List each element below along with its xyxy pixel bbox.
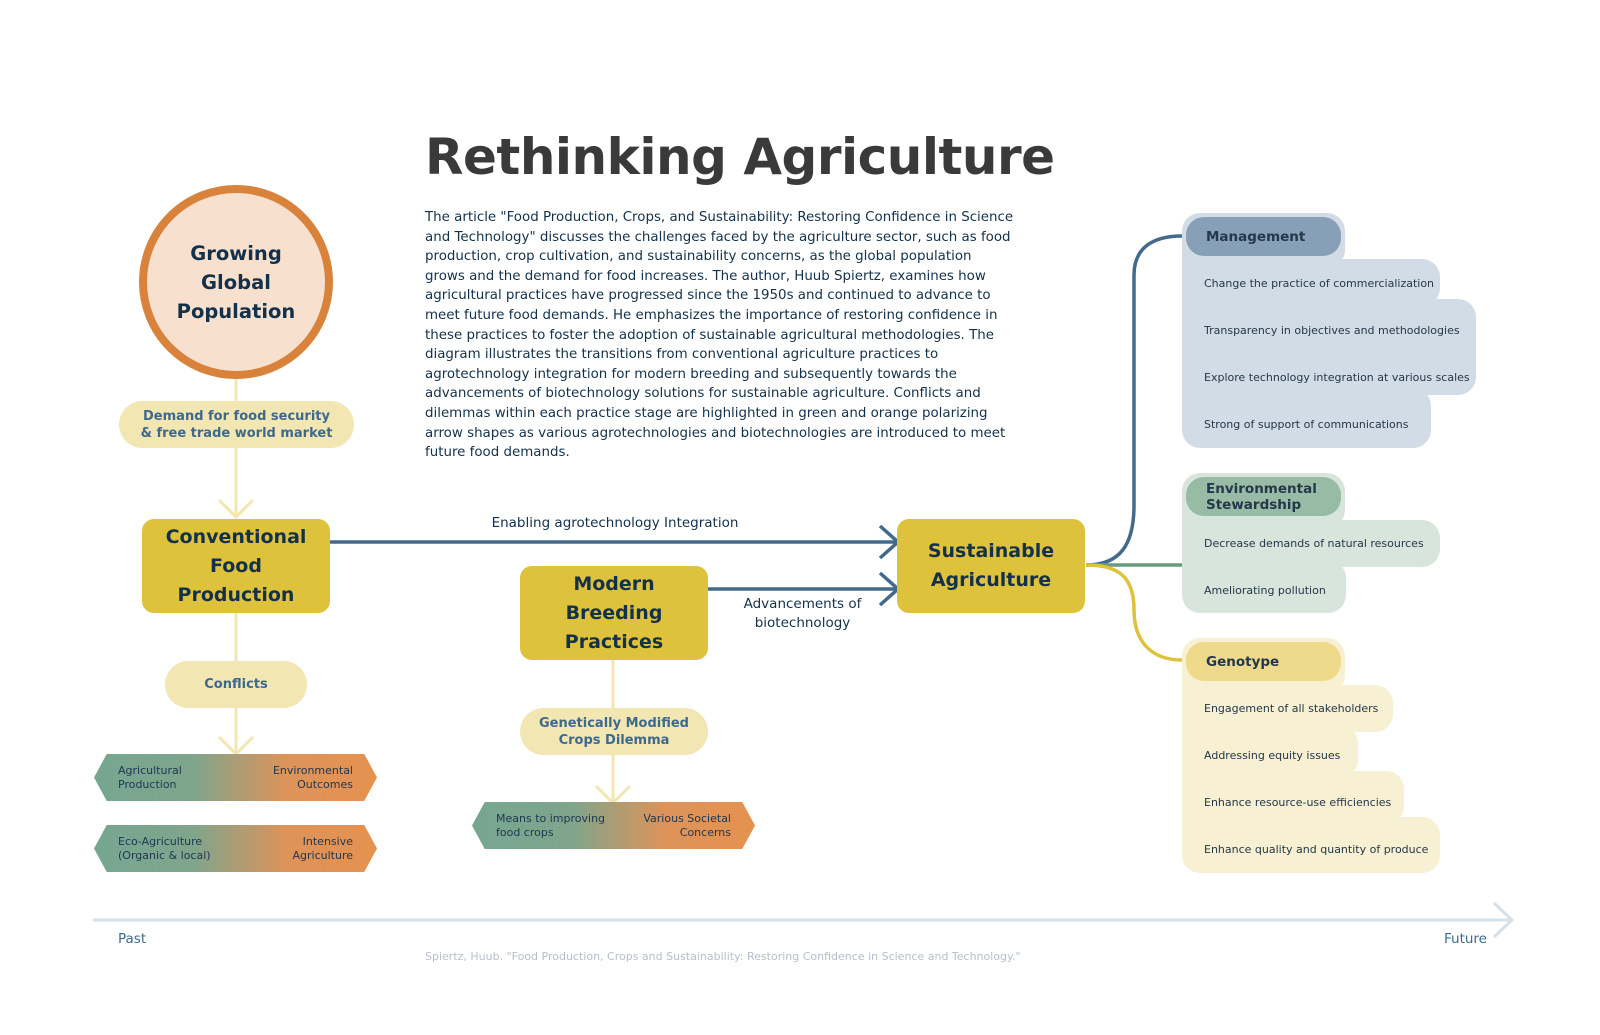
panel-management: Management Change the practice of commer… — [1182, 213, 1482, 448]
panel-management-item: Strong of support of communications — [1204, 418, 1409, 431]
polarity-left-label: Means to improving food crops — [496, 812, 606, 839]
polarity-right-label: Various Societal Concerns — [643, 812, 731, 839]
node-demand: Demand for food security & free trade wo… — [119, 401, 354, 448]
panel-bg — [1182, 513, 1232, 583]
polarity-gradient-shape — [94, 825, 377, 872]
panel-environment-item: Decrease demands of natural resources — [1204, 537, 1424, 550]
panel-genotype-title: Genotype — [1186, 642, 1341, 681]
polarity-gradient-shape — [94, 754, 377, 801]
node-demand-label: Demand for food security & free trade wo… — [140, 408, 333, 441]
branch-genotype — [1085, 563, 1183, 662]
node-conflicts: Conflicts — [165, 661, 307, 708]
panel-environment-title: Environmental Stewardship — [1186, 477, 1341, 516]
panel-genotype-item: Enhance quality and quantity of produce — [1204, 843, 1429, 856]
node-conventional: Conventional Food Production — [142, 519, 330, 613]
edge-label-agrotech: Enabling agrotechnology Integration — [491, 515, 739, 531]
panel-management-title: Management — [1186, 217, 1341, 256]
node-modern-breeding-label: Modern Breeding Practices — [564, 572, 664, 653]
panel-genotype: Genotype Engagement of all stakeholders … — [1182, 638, 1452, 873]
panel-management-item: Change the practice of commercialization — [1204, 277, 1435, 290]
node-modern-breeding: Modern Breeding Practices — [520, 566, 708, 660]
panel-management-item: Transparency in objectives and methodolo… — [1204, 324, 1460, 337]
node-sustainable-label: Sustainable Agriculture — [927, 540, 1055, 591]
edge-label-biotech: Advancements of biotechnology — [743, 596, 862, 631]
node-sustainable: Sustainable Agriculture — [897, 519, 1085, 613]
panel-genotype-item: Addressing equity issues — [1204, 749, 1341, 762]
panel-genotype-item: Enhance resource-use efficiencies — [1204, 796, 1392, 809]
panel-bg — [1182, 253, 1232, 403]
polarity-eco-intensive: Eco-Agriculture (Organic & local) Intens… — [94, 825, 377, 872]
polarity-left-label: Eco-Agriculture (Organic & local) — [118, 835, 211, 862]
polarity-gradient-shape — [472, 802, 755, 849]
citation: Spiertz, Huub. "Food Production, Crops a… — [425, 950, 1021, 963]
panel-genotype-item: Engagement of all stakeholders — [1204, 702, 1379, 715]
panel-environment-item: Ameliorating pollution — [1204, 584, 1326, 597]
panel-management-item: Explore technology integration at variou… — [1204, 371, 1470, 384]
page-description: The article "Food Production, Crops, and… — [425, 210, 1014, 461]
node-growing-population: Growing Global Population — [139, 185, 333, 379]
polarity-production-environment: Agricultural Production Environmental Ou… — [94, 754, 377, 801]
polarity-right-label: Intensive Agriculture — [292, 835, 354, 862]
timeline-start-label: Past — [118, 931, 147, 947]
page-title: Rethinking Agriculture — [425, 128, 1055, 186]
panel-bg — [1182, 678, 1232, 838]
node-gm-dilemma: Genetically Modified Crops Dilemma — [520, 708, 708, 755]
polarity-right-label: Environmental Outcomes — [272, 764, 353, 791]
node-conflicts-label: Conflicts — [204, 677, 268, 692]
node-growing-population-label: Growing Global Population — [176, 241, 296, 323]
node-conventional-label: Conventional Food Production — [165, 525, 307, 606]
branch-management — [1085, 234, 1183, 567]
panel-environment: Environmental Stewardship Decrease deman… — [1182, 473, 1452, 613]
polarity-means-concerns: Means to improving food crops Various So… — [472, 802, 755, 849]
polarity-left-label: Agricultural Production — [118, 764, 182, 791]
timeline-end-label: Future — [1444, 931, 1487, 947]
node-gm-dilemma-label: Genetically Modified Crops Dilemma — [538, 715, 689, 748]
arrowhead-conventional — [217, 498, 255, 520]
panel-environment-title-label: Environmental Stewardship — [1206, 480, 1317, 513]
timeline-arrowhead — [1492, 901, 1515, 939]
